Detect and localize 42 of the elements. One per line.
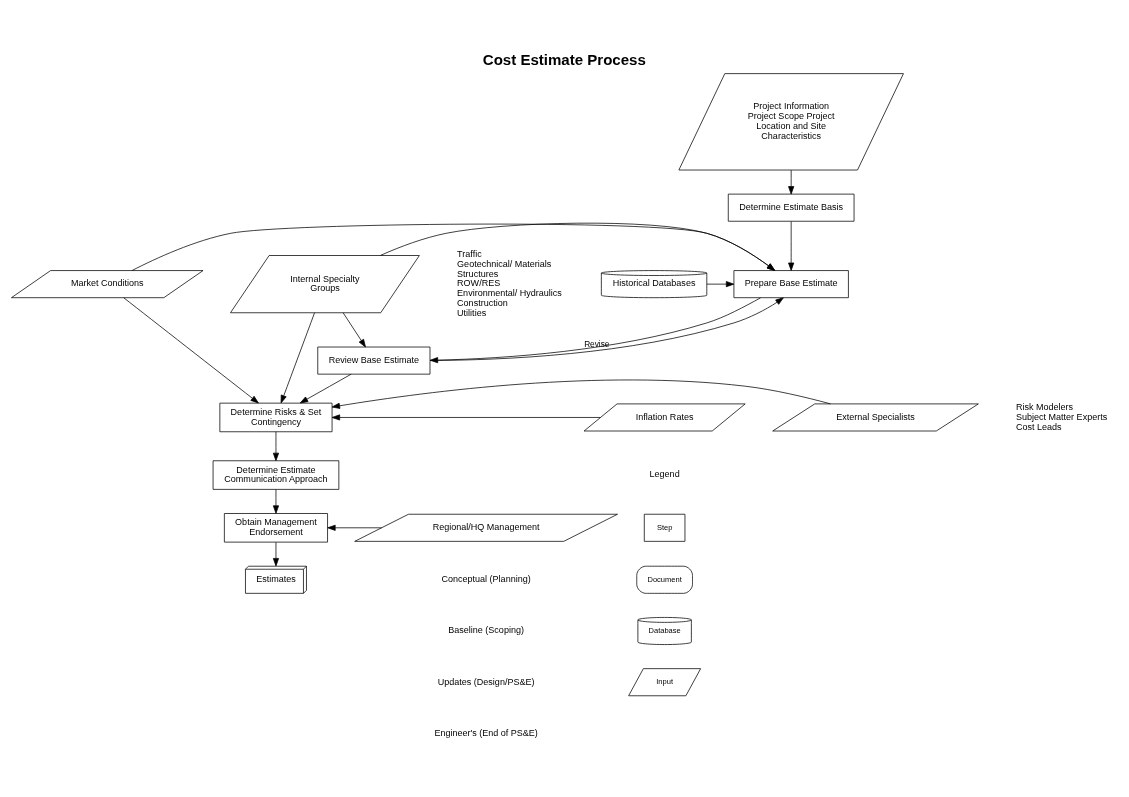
node-label: Cost Leads — [1016, 421, 1062, 432]
node-box: Prepare Base Estimate — [733, 269, 849, 298]
diagram-title: Cost Estimate Process — [482, 50, 646, 68]
arrow — [380, 222, 776, 271]
arrow — [331, 379, 831, 409]
node-box: Determine Estimate Communication Approach — [212, 459, 340, 490]
node-label: Utilities — [457, 307, 487, 318]
node-label: Structures — [457, 268, 499, 279]
arrow — [706, 280, 735, 287]
arrow — [788, 220, 795, 271]
arrow — [272, 430, 279, 461]
label: Conceptual (Planning) — [441, 573, 531, 584]
node-box: Determine Estimate Basis — [727, 193, 855, 222]
node-box: Determine Risks & Set Contingency — [219, 402, 333, 432]
node-label: Risk Modelers — [1016, 401, 1074, 412]
arrow — [327, 524, 382, 531]
node-label: Traffic — [457, 248, 482, 259]
arrow — [342, 311, 366, 347]
arrow — [123, 296, 259, 403]
arrow — [131, 223, 776, 271]
arrow — [280, 311, 315, 403]
node-label: Environmental/ Hydraulics — [457, 287, 562, 298]
arrow — [272, 488, 279, 514]
arrow — [272, 541, 279, 566]
node-label: Subject Matter Experts — [1016, 411, 1108, 422]
legend-label: Database — [648, 625, 681, 635]
legend-label: Input — [656, 676, 673, 686]
arrow — [788, 169, 795, 194]
arrow — [299, 373, 352, 403]
edge-label: Revise — [584, 339, 610, 349]
label: Baseline (Scoping) — [448, 624, 524, 635]
node-label: ROW/RES — [457, 277, 501, 288]
legend-label: Step — [656, 522, 673, 532]
label: Updates (Design/PS&E) — [437, 676, 535, 687]
node-label: Geotechnical/ Materials — [457, 258, 552, 269]
node-box: Review Base Estimate — [317, 346, 431, 374]
legend-label: Document — [647, 574, 682, 584]
label: Legend — [649, 468, 680, 479]
arrow — [331, 413, 601, 420]
label: Engineer's (End of PS&E) — [434, 727, 538, 738]
node-box: Obtain Management Endorsement — [224, 512, 328, 542]
node-label: Construction — [457, 297, 508, 308]
